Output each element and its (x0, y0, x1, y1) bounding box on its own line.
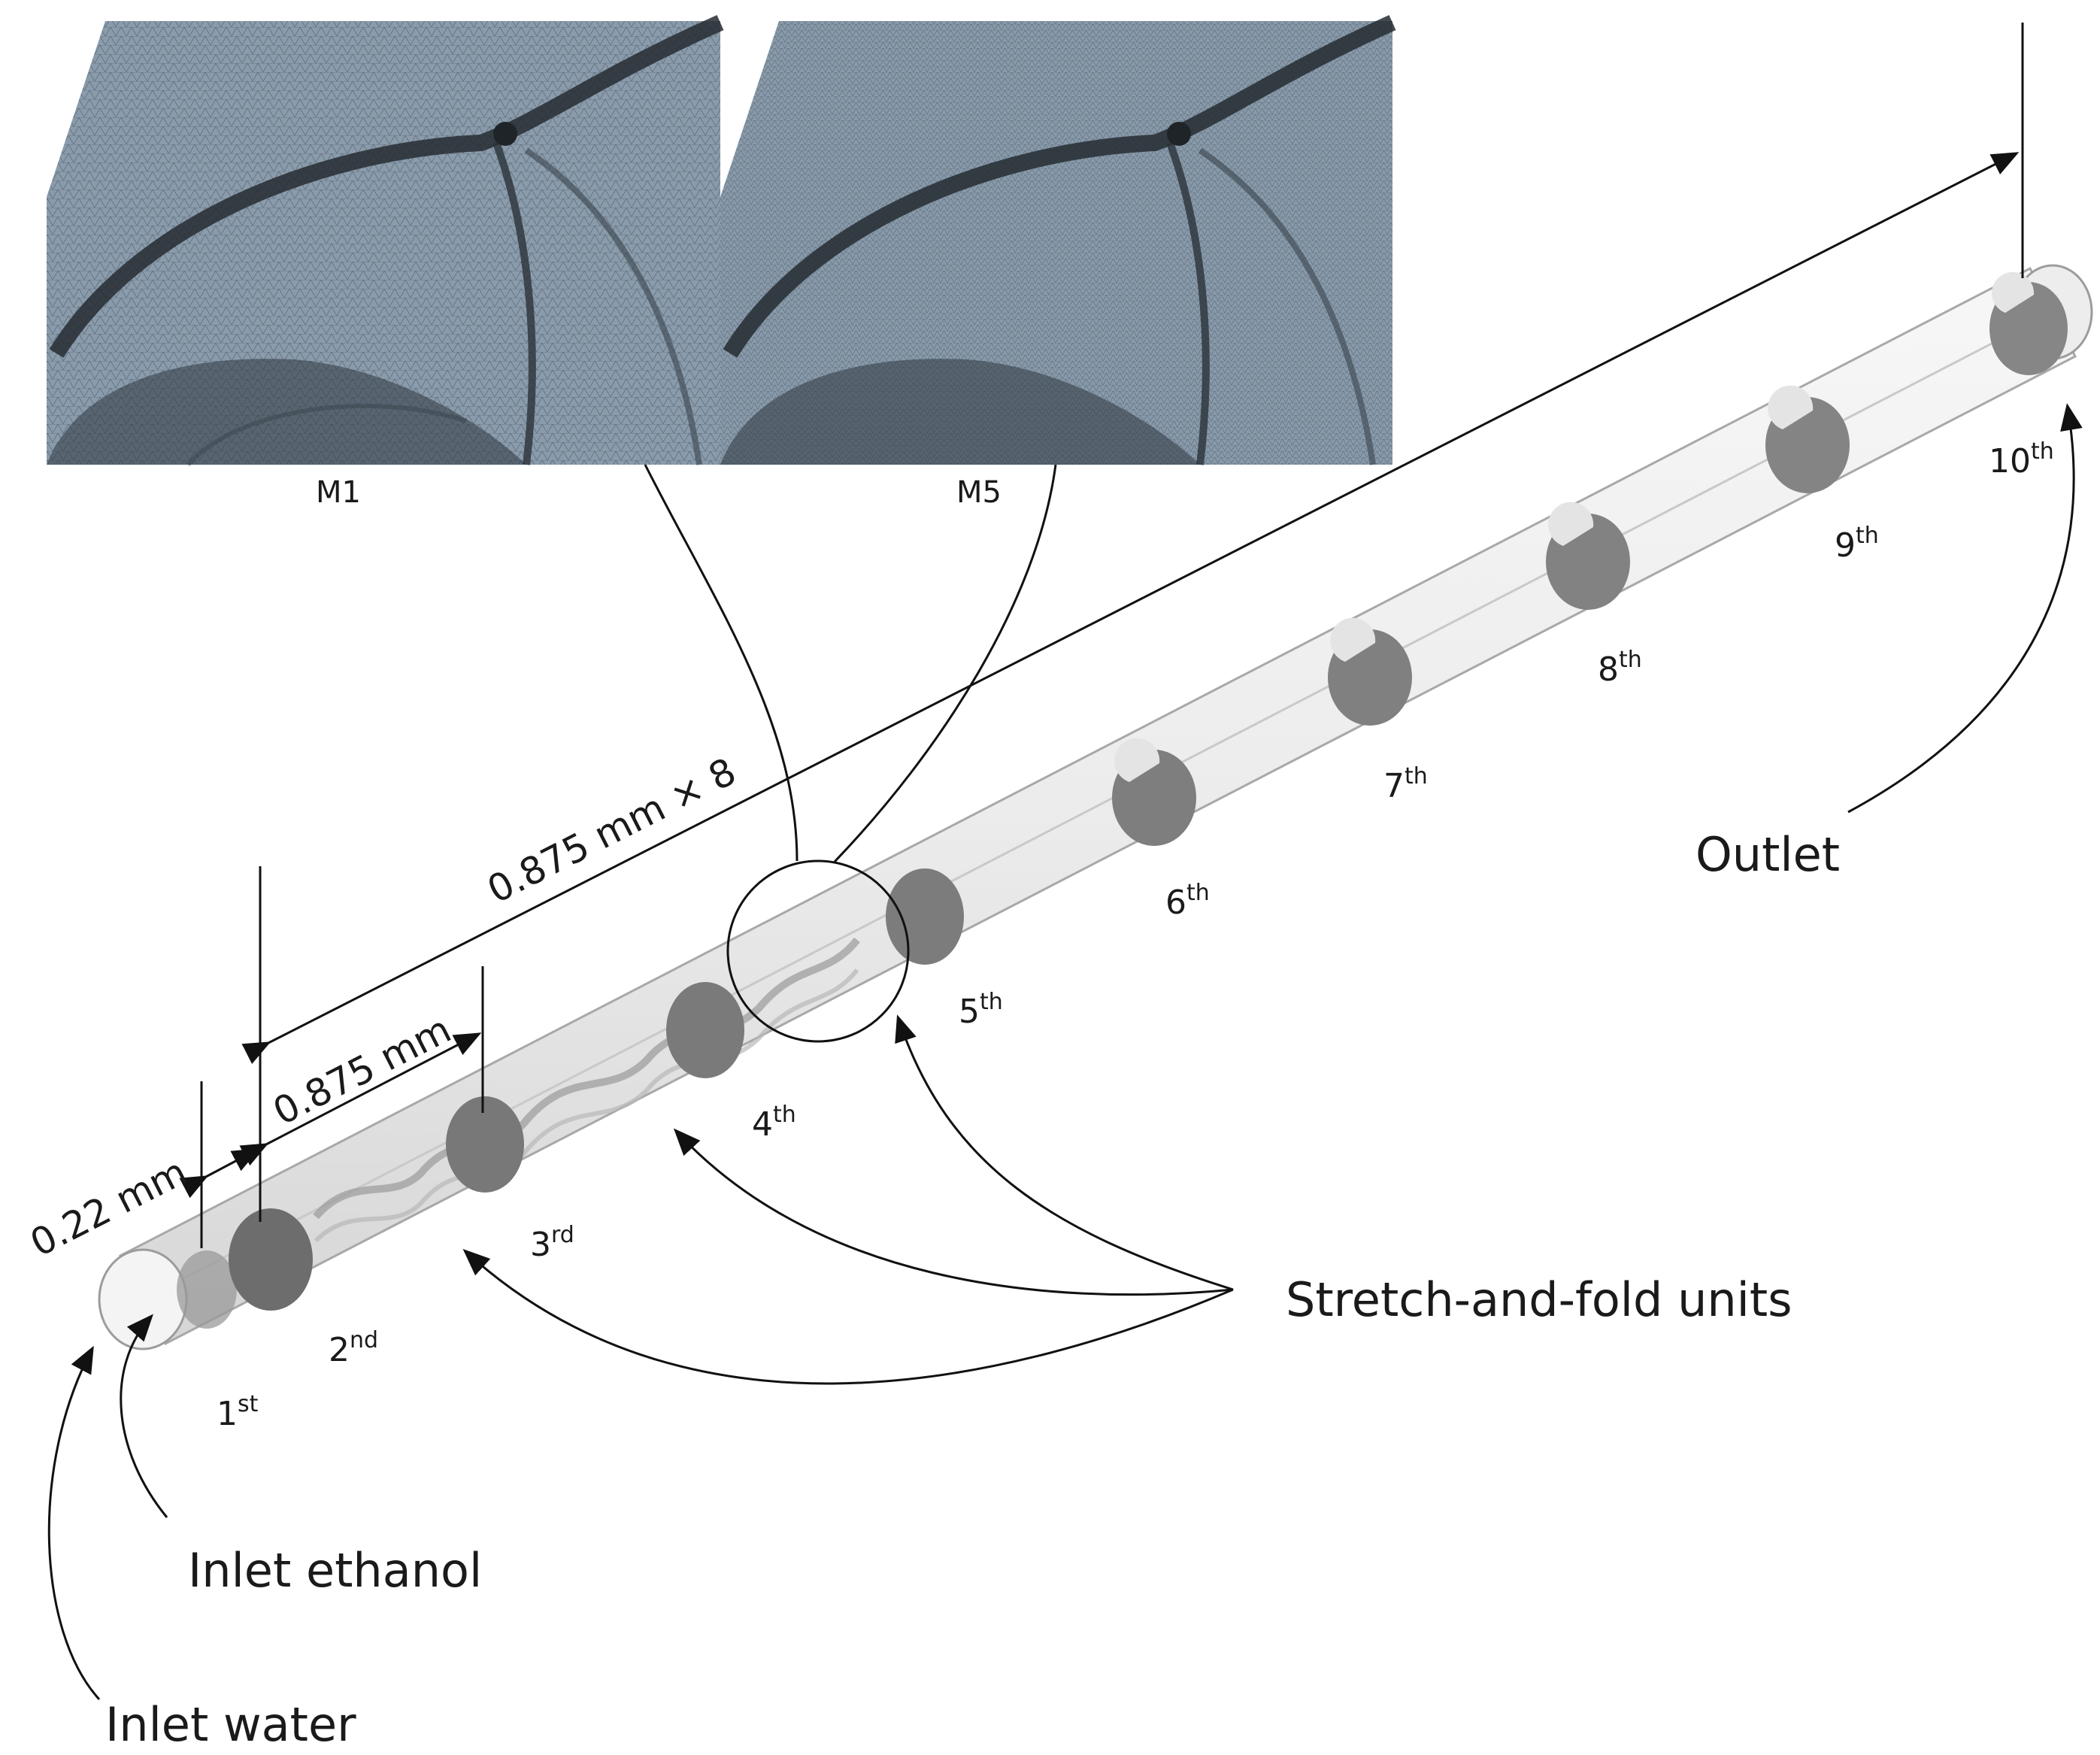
unit-label-6: 6th (1165, 880, 1210, 922)
unit-label-4: 4th (752, 1102, 796, 1144)
baffle-4 (886, 868, 964, 965)
dimension-lines (179, 23, 2024, 1248)
callout-arrows (47, 403, 2083, 1701)
unit-label-10: 10th (1989, 438, 2054, 480)
baffle-3 (666, 982, 744, 1078)
unit-label-2: 2nd (329, 1327, 378, 1369)
m1-label: M1 (316, 475, 361, 510)
unit-labels: 1st 2nd 3rd 4th 5th 6th 7th 8th 9th 10th (217, 438, 2054, 1433)
inlet-ethanol-label: Inlet ethanol (188, 1543, 482, 1598)
unit-label-1: 1st (217, 1391, 259, 1433)
unit-label-8: 8th (1598, 647, 1642, 689)
unit-label-7: 7th (1383, 763, 1428, 805)
mesh-panel-m5 (720, 14, 1396, 465)
outlet-label: Outlet (1695, 827, 1840, 882)
unit-label-9: 9th (1835, 523, 1879, 565)
unit-label-5: 5th (959, 989, 1003, 1031)
stretch-fold-label: Stretch-and-fold units (1286, 1272, 1792, 1327)
m5-label: M5 (956, 475, 1002, 510)
unit-label-3: 3rd (530, 1222, 574, 1264)
baffle-2 (446, 1096, 524, 1193)
total-length-label: 0.875 mm × 8 (480, 750, 743, 912)
baffle-1 (177, 1208, 313, 1329)
inlet-water-label: Inlet water (105, 1697, 356, 1752)
mesh-panel-m1 (47, 14, 724, 467)
